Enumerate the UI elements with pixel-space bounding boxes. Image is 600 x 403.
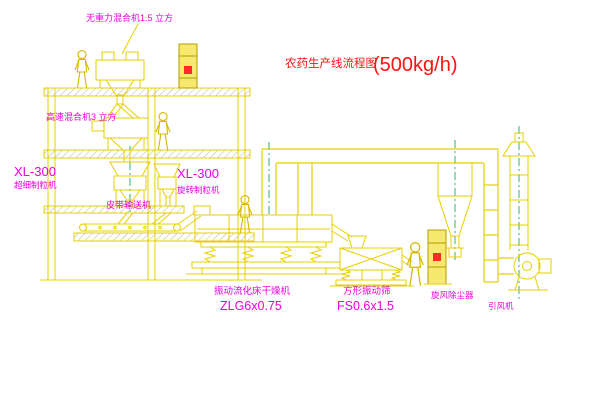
- granulator-left: [109, 150, 151, 225]
- cyclone-separator: [437, 162, 473, 258]
- label-granulator-left-model: XL-300: [14, 164, 56, 179]
- gravity-free-mixer: [95, 51, 145, 119]
- granulator-right: [151, 163, 181, 225]
- label-sieve-model: FS0.6x1.5: [337, 299, 394, 313]
- centerlines: [129, 126, 520, 300]
- exhaust-stack: [502, 132, 536, 250]
- induced-draft-fan: [508, 252, 552, 291]
- leader-lines: [121, 23, 139, 55]
- indicator-light: [433, 253, 441, 261]
- high-speed-mixer: [91, 117, 149, 151]
- control-cabinet-upper: [178, 43, 198, 89]
- person-ground: [406, 242, 424, 287]
- label-dryer-model: ZLG6x0.75: [220, 299, 282, 313]
- square-vibrating-sieve: [330, 235, 414, 287]
- page-title-capacity: (500kg/h): [373, 54, 458, 76]
- label-sieve-name: 方形振动筛: [343, 285, 391, 297]
- person-mid-floor: [155, 112, 171, 151]
- label-top-mixer: 无重力混合机1.5 立方: [86, 12, 173, 23]
- label-dryer-name: 振动流化床干燥机: [214, 285, 291, 297]
- label-granulator-right-name: 旋转制粒机: [177, 185, 220, 195]
- control-cabinet-lower: [424, 229, 452, 285]
- label-granulator-left-name: 超细制粒机: [14, 180, 57, 190]
- belt-conveyor: [79, 210, 202, 232]
- label-high-speed-mixer: 高速混合机3 立方: [46, 111, 117, 122]
- labels: 无重力混合机1.5 立方 高速混合机3 立方 XL-300 超细制粒机 XL-3…: [14, 12, 514, 313]
- label-belt-conveyor: 皮带输送机: [106, 199, 151, 210]
- building-structure: [40, 87, 262, 281]
- person-top-floor: [74, 50, 90, 89]
- person-figures: [74, 50, 424, 287]
- indicator-light: [184, 66, 192, 74]
- label-cyclone: 旋风除尘器: [431, 290, 474, 300]
- exhaust-duct: [261, 148, 514, 283]
- label-granulator-right-model: XL-300: [177, 166, 219, 181]
- label-fan: 引风机: [488, 301, 514, 311]
- page-title: 农药生产线流程图: [285, 56, 377, 70]
